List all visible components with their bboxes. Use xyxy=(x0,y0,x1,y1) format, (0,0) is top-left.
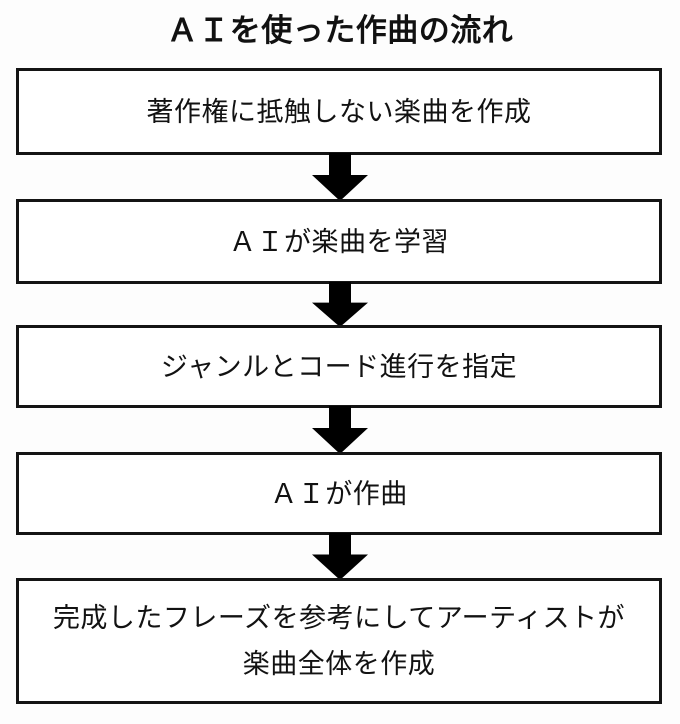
flow-step-4-label: ＡＩが作曲 xyxy=(270,478,408,509)
flow-step-2-label: ＡＩが楽曲を学習 xyxy=(229,226,449,257)
flow-step-4: ＡＩが作曲 xyxy=(16,452,662,535)
down-block-arrow-icon xyxy=(312,406,368,454)
down-block-arrow-icon xyxy=(312,153,368,201)
flow-step-1: 著作権に抵触しない楽曲を作成 xyxy=(16,68,662,155)
flow-step-3: ジャンルとコード進行を指定 xyxy=(16,325,662,408)
page-title: ＡＩを使った作曲の流れ xyxy=(166,13,514,48)
flow-step-1-label: 著作権に抵触しない楽曲を作成 xyxy=(146,96,532,127)
flow-step-5: 完成したフレーズを参考にしてアーティストが楽曲全体を作成 xyxy=(16,578,662,704)
flow-step-5-label: 完成したフレーズを参考にしてアーティストが楽曲全体を作成 xyxy=(52,603,626,679)
flow-step-2: ＡＩが楽曲を学習 xyxy=(16,199,662,284)
flow-step-3-label: ジャンルとコード進行を指定 xyxy=(160,351,518,382)
down-block-arrow-icon xyxy=(312,533,368,580)
down-block-arrow-icon xyxy=(312,282,368,327)
